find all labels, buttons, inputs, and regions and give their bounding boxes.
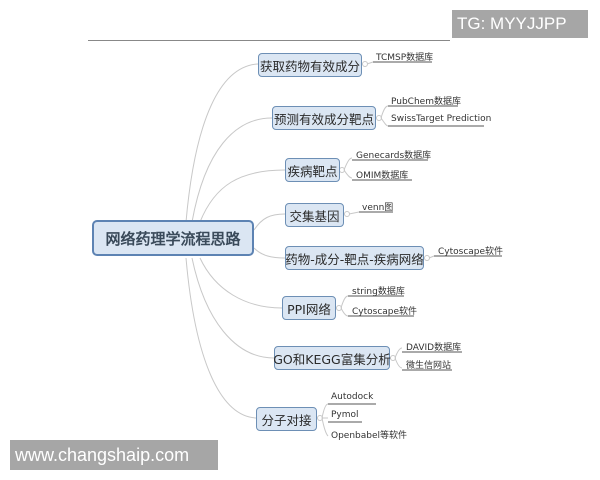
leaf-pymol[interactable]: Pymol (331, 410, 359, 420)
branch-node-ppi-network[interactable]: PPI网络 (282, 296, 336, 320)
leaf-tcmsp-database[interactable]: TCMSP数据库 (376, 53, 434, 63)
branch-node-ingredient-targets[interactable]: 预测有效成分靶点 (272, 106, 376, 130)
leaf-omim-database[interactable]: OMIM数据库 (356, 171, 409, 181)
top-divider (88, 40, 450, 41)
leaf-venn-diagram[interactable]: venn图 (362, 203, 394, 213)
watermark-telegram: TG: MYYJJPP (452, 10, 588, 38)
branch-node-go-kegg-enrichment[interactable]: GO和KEGG富集分析 (273, 346, 391, 370)
watermark-website: www.changshaip.com (10, 440, 218, 470)
leaf-swisstarget-prediction[interactable]: SwissTarget Prediction (391, 114, 492, 124)
leaf-bioinformatics-website[interactable]: 微生信网站 (406, 361, 452, 371)
leaf-string-database[interactable]: string数据库 (352, 287, 405, 297)
branch-node-disease-targets[interactable]: 疾病靶点 (285, 158, 340, 182)
leaf-pubchem-database[interactable]: PubChem数据库 (391, 97, 461, 107)
branch-node-molecular-docking[interactable]: 分子对接 (256, 407, 317, 431)
branch-node-active-ingredients[interactable]: 获取药物有效成分 (258, 53, 362, 77)
branch-node-intersection-genes[interactable]: 交集基因 (285, 203, 344, 227)
leaf-autodock[interactable]: Autodock (331, 392, 374, 402)
leaf-cytoscape-software-ppi[interactable]: Cytoscape软件 (352, 307, 418, 317)
leaf-genecards-database[interactable]: Genecards数据库 (356, 151, 432, 161)
leaf-openbabel-software[interactable]: Openbabel等软件 (331, 431, 408, 441)
leaf-cytoscape-software[interactable]: Cytoscape软件 (438, 247, 504, 257)
branch-node-drug-disease-network[interactable]: 药物-成分-靶点-疾病网络 (285, 246, 424, 270)
leaf-david-database[interactable]: DAVID数据库 (406, 343, 462, 353)
root-node[interactable]: 网络药理学流程思路 (92, 220, 254, 256)
